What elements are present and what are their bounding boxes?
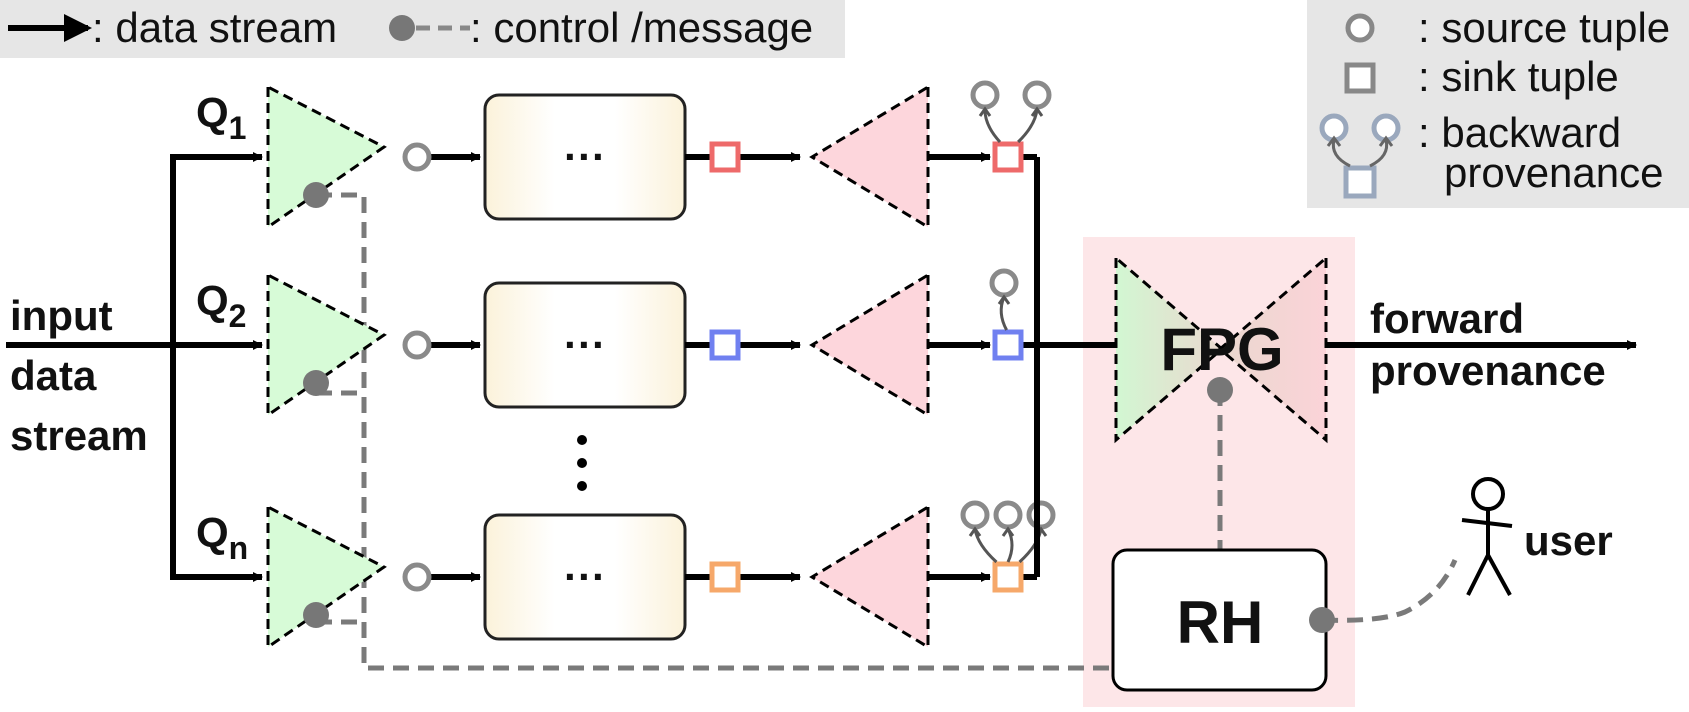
query-body-ellipsis: ··· xyxy=(564,133,606,180)
input-label-2: data xyxy=(10,352,97,399)
provenance-source-tuple xyxy=(970,80,1000,110)
output-label-2: provenance xyxy=(1370,347,1606,394)
provenance-link-arrowhead xyxy=(1001,526,1015,537)
query-body-ellipsis: ··· xyxy=(564,321,606,368)
query-label: Q2 xyxy=(196,277,246,334)
output-label-1: forward xyxy=(1370,295,1524,342)
user-icon xyxy=(1461,477,1513,596)
operator-control-port xyxy=(303,182,329,208)
provenance-operator xyxy=(809,84,930,230)
query-label: Qn xyxy=(196,509,248,566)
legend-top-right: : source tuple : sink tuple : backward p… xyxy=(1307,0,1689,208)
source-tuple-icon xyxy=(1345,13,1375,43)
operator-control-port xyxy=(303,370,329,396)
provenance-source-tuple xyxy=(993,500,1023,530)
provenance-source-tuple xyxy=(1022,80,1052,110)
source-operator xyxy=(266,504,387,650)
input-branching xyxy=(6,152,263,582)
arrow-icon xyxy=(64,14,92,42)
sink-tuple xyxy=(709,329,741,361)
legend-backward-label-1: : backward xyxy=(1418,109,1621,156)
annotated-sink-tuple xyxy=(992,561,1024,593)
legend-control-label: : control /message xyxy=(470,4,813,51)
fpg-operator: FPG xyxy=(1114,254,1328,444)
sink-tuple-icon xyxy=(1344,62,1376,94)
provenance-operator xyxy=(809,272,930,418)
legend-data-stream-label: : data stream xyxy=(92,4,337,51)
fpg-control-port xyxy=(1207,377,1233,403)
source-tuple xyxy=(402,330,432,360)
source-tuple xyxy=(402,142,432,172)
query-row: Qn ··· xyxy=(196,500,1056,650)
provenance-source-tuple xyxy=(960,500,990,530)
query-row: Q1 ··· xyxy=(196,80,1052,230)
input-label-3: stream xyxy=(10,412,148,459)
legend-backward-label-2: provenance xyxy=(1444,149,1664,196)
input-label-1: input xyxy=(10,292,113,339)
legend-sink-label: : sink tuple xyxy=(1418,53,1619,100)
provenance-operator xyxy=(809,504,930,650)
provenance-link-arrowhead xyxy=(1030,106,1044,117)
legend-top-left: : data stream : control /message xyxy=(0,0,845,58)
rh-control-port xyxy=(1309,607,1335,633)
annotated-sink-tuple xyxy=(992,329,1024,361)
provenance-link-arrowhead xyxy=(978,106,992,117)
provenance-link-arrowhead xyxy=(968,526,982,537)
query-row: Q2 ··· xyxy=(196,268,1030,418)
operator-control-port xyxy=(303,602,329,628)
source-tuple xyxy=(402,562,432,592)
user-label: user xyxy=(1524,517,1613,564)
query-body-ellipsis: ··· xyxy=(564,553,606,600)
rh-operator: RH xyxy=(1111,548,1335,692)
provenance-source-tuple xyxy=(989,268,1019,298)
vertical-ellipsis xyxy=(577,435,587,491)
query-rows: Q1 ··· Q2 ··· Qn ··· xyxy=(196,80,1056,650)
source-operator xyxy=(266,84,387,230)
backward-provenance-icon xyxy=(1319,113,1401,199)
query-label: Q1 xyxy=(196,89,246,146)
sink-tuple xyxy=(709,141,741,173)
provenance-source-tuple xyxy=(1026,500,1056,530)
rh-label: RH xyxy=(1177,589,1264,656)
fpg-label: FPG xyxy=(1160,316,1283,383)
merge-lines xyxy=(1024,154,1118,580)
legend-source-label: : source tuple xyxy=(1418,4,1670,51)
sink-tuple xyxy=(709,561,741,593)
control-dot-icon xyxy=(389,15,415,41)
provenance-link-arrowhead xyxy=(997,294,1011,305)
annotated-sink-tuple xyxy=(992,141,1024,173)
